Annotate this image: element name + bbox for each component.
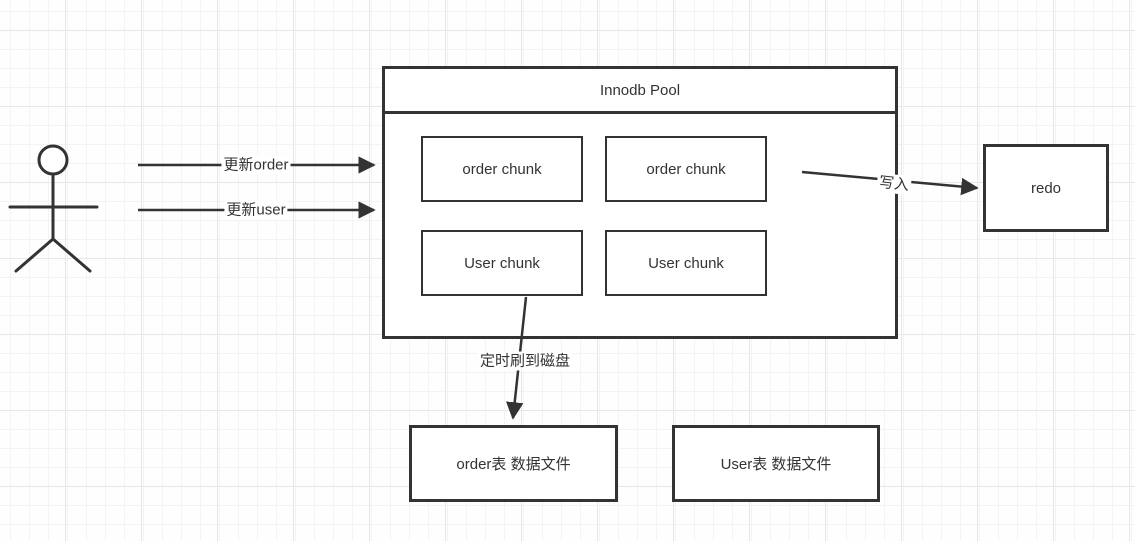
user-chunk-label-1: User chunk	[464, 254, 540, 272]
edge-label-flush: 定时刷到磁盘	[477, 351, 573, 371]
edge-label-write: 写入	[876, 172, 912, 196]
innodb-pool-title: Innodb Pool	[385, 69, 895, 114]
redo-box[interactable]: redo	[983, 144, 1109, 232]
user-actor[interactable]	[8, 144, 99, 273]
user-table-file-label: User表 数据文件	[720, 456, 832, 473]
edge-label-update-order: 更新order	[221, 155, 291, 175]
user-table-file-box[interactable]: User表 数据文件	[672, 425, 880, 502]
user-chunk-box-2[interactable]: User chunk	[605, 230, 767, 296]
actor-leg-left	[14, 237, 55, 273]
order-chunk-box-1[interactable]: order chunk	[421, 136, 583, 202]
actor-head	[37, 144, 69, 176]
actor-leg-right	[51, 237, 92, 273]
order-chunk-label-2: order chunk	[646, 160, 726, 178]
order-table-file-label: order表 数据文件	[456, 456, 571, 473]
order-chunk-label-1: order chunk	[462, 160, 542, 178]
user-chunk-box-1[interactable]: User chunk	[421, 230, 583, 296]
user-chunk-label-2: User chunk	[648, 254, 724, 272]
redo-label: redo	[1030, 179, 1062, 197]
edge-label-update-user: 更新user	[224, 200, 288, 220]
order-chunk-box-2[interactable]: order chunk	[605, 136, 767, 202]
order-table-file-box[interactable]: order表 数据文件	[409, 425, 618, 502]
